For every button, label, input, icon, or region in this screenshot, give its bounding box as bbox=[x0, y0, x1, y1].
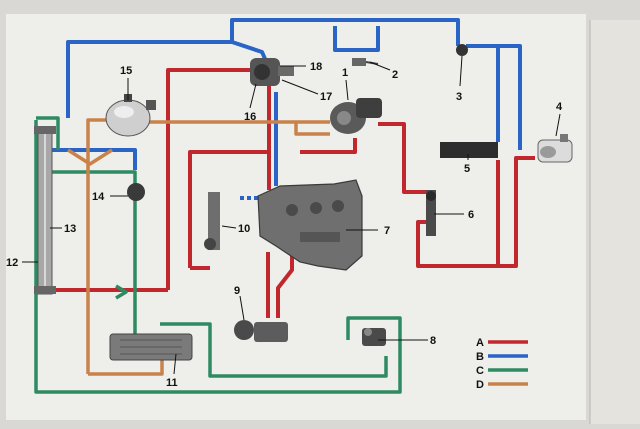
line-d-step bbox=[294, 122, 330, 136]
callout-13: 13 bbox=[64, 223, 76, 235]
lines-b bbox=[48, 18, 522, 200]
callout-17: 17 bbox=[320, 91, 332, 103]
legend-key-a: A bbox=[476, 337, 484, 349]
leader-lines bbox=[22, 55, 561, 375]
circulation-pump bbox=[234, 320, 288, 342]
callout-15: 15 bbox=[120, 65, 132, 77]
egr-cooler bbox=[109, 333, 193, 361]
engine-block bbox=[257, 179, 363, 271]
legend-key-d: D bbox=[476, 379, 484, 391]
callout-12: 12 bbox=[6, 257, 18, 269]
callout-9: 9 bbox=[234, 285, 240, 297]
side-panel bbox=[590, 20, 640, 424]
lines-c bbox=[34, 116, 402, 394]
water-pump bbox=[330, 98, 382, 134]
line-a-to-valve6 bbox=[378, 122, 426, 194]
callout-14: 14 bbox=[92, 191, 105, 203]
callout-5: 5 bbox=[464, 163, 470, 175]
callout-16: 16 bbox=[244, 111, 256, 123]
callout-6: 6 bbox=[468, 209, 474, 221]
line-b-bypass bbox=[333, 26, 380, 52]
line-a-left-loop bbox=[188, 150, 268, 268]
callout-2: 2 bbox=[392, 69, 398, 81]
line-c-crossover bbox=[115, 284, 128, 300]
callout-8: 8 bbox=[430, 335, 436, 347]
legend-item-d: D bbox=[476, 379, 528, 391]
line-a-loop-right bbox=[416, 156, 535, 268]
legend-key-b: B bbox=[476, 351, 484, 363]
lines-a bbox=[50, 68, 535, 318]
callout-10: 10 bbox=[238, 223, 250, 235]
legend-item-c: C bbox=[476, 365, 528, 377]
callout-3: 3 bbox=[456, 91, 462, 103]
line-c-egr bbox=[160, 322, 388, 378]
line-c-to-cooler bbox=[48, 170, 137, 336]
line-d-left bbox=[86, 118, 108, 374]
line-a-to-pump9-right bbox=[276, 252, 294, 318]
callout-numbers: 1 2 3 4 5 6 7 8 9 10 11 12 13 14 15 16 1… bbox=[6, 61, 563, 389]
coolant-pump-electric bbox=[362, 328, 386, 346]
thermostat-valve-assembly bbox=[250, 58, 294, 86]
line-c-outer bbox=[34, 120, 402, 394]
line-a-vertical bbox=[166, 68, 250, 290]
transmission-oil-cooler bbox=[440, 142, 498, 158]
line-b-radiator bbox=[48, 148, 137, 170]
legend-item-b: B bbox=[476, 351, 528, 363]
heater-valve bbox=[426, 190, 436, 236]
auxiliary-pump bbox=[127, 183, 145, 201]
callout-18: 18 bbox=[310, 61, 322, 73]
callout-11: 11 bbox=[166, 377, 178, 389]
components bbox=[34, 44, 573, 361]
callout-4: 4 bbox=[556, 101, 563, 113]
turbocharger-coolant-line bbox=[204, 192, 220, 250]
legend: A B C D bbox=[476, 337, 528, 391]
line-a-pump bbox=[300, 138, 357, 154]
legend-key-c: C bbox=[476, 365, 484, 377]
line-c-top bbox=[36, 116, 60, 150]
callout-7: 7 bbox=[384, 225, 390, 237]
shutoff-valve bbox=[456, 44, 468, 56]
heater-core bbox=[537, 134, 573, 163]
line-b-to-heater bbox=[466, 44, 522, 150]
legend-item-a: A bbox=[476, 337, 528, 349]
radiator bbox=[34, 126, 56, 295]
callout-1: 1 bbox=[342, 67, 348, 79]
line-d-bridge bbox=[67, 148, 113, 166]
line-b-top-loop bbox=[66, 18, 460, 118]
